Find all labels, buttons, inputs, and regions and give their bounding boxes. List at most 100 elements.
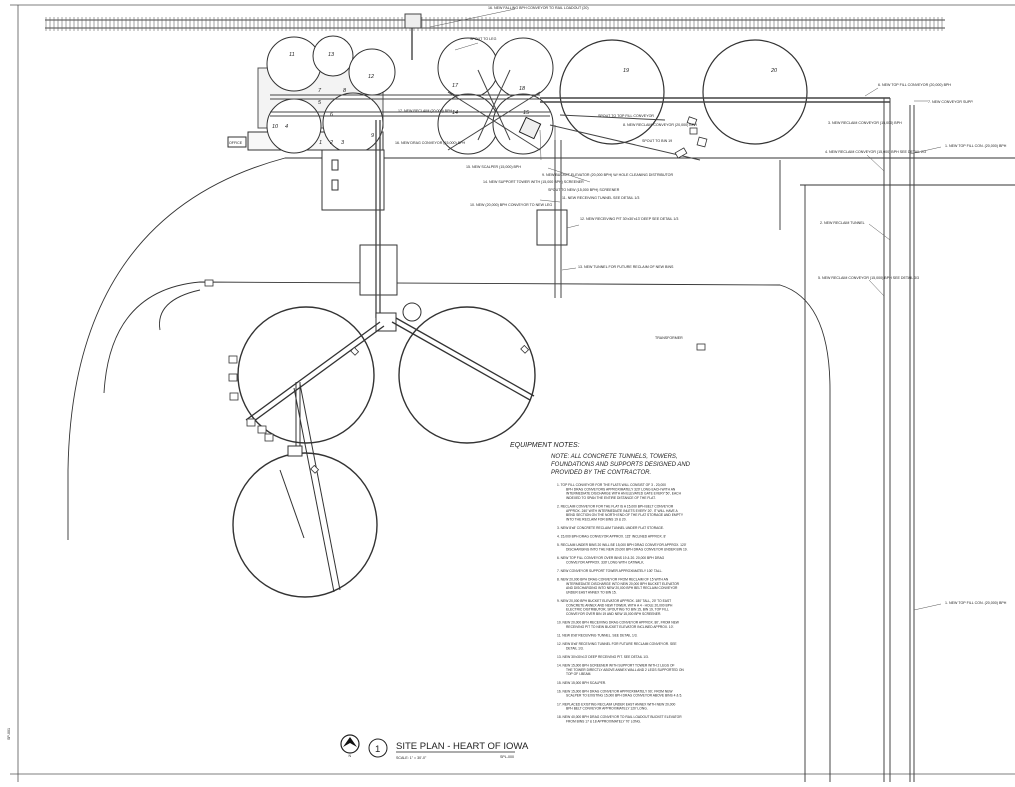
note-line: THE TOWER DIRECTLY ABOVE ANNEX WALL AND … <box>566 668 684 672</box>
bin-label: 1 <box>319 140 322 146</box>
bin-label: 14 <box>452 110 458 116</box>
lower-conveyors <box>245 302 535 593</box>
note-line: 18. NEW 40,000 BPH DRAG CONVEYOR TO RAIL… <box>557 715 682 719</box>
bin-label: 18 <box>519 86 526 92</box>
note-line: INDEXED TO SPAN THE ENTIRE DISTANCE OF T… <box>566 496 656 500</box>
callout-2: 2. NEW RECLAIM TUNNEL <box>820 221 865 225</box>
note-line: 8. NEW 20,000 BPH DRAG CONVEYOR FROM REC… <box>557 578 669 582</box>
note-line: 9. NEW 20,000 BPH BUCKET ELEVATOR APPROX… <box>557 599 671 603</box>
note-line: 17. REPLACED EXISTING RECLAIM UNDER EAST… <box>557 702 675 706</box>
note-line: 2. RECLAIM CONVEYOR FOR THE FLAT IS A 15… <box>557 505 674 509</box>
existing-bin-group <box>227 35 808 296</box>
callout-6a: 6. NEW TOP FILL CONVEYOR (20,000) BPH <box>878 83 951 87</box>
note-line: FROM BINS 17 & 18 APPROXIMATELY 70' LONG… <box>566 720 641 724</box>
note-line: DISCHARGING INTO THE NEW 20,000 BPH DRAG… <box>566 548 688 552</box>
bin-label: 11 <box>289 52 295 58</box>
callout-8: 8. NEW RECLAIM CONVEYOR (20,000) BPH <box>623 123 697 127</box>
note-line: 4. 15,000 BPH DRAG CONVEYOR APPROX. 115'… <box>557 535 666 539</box>
note-line: CONCRETE ANNEX AND NEW TOWER, WITH A 4 -… <box>566 603 673 607</box>
note-line: 14. NEW 15,000 BPH SCREENER WITH SUPPORT… <box>557 664 675 668</box>
sheet-title: SITE PLAN - HEART OF IOWA <box>396 741 529 752</box>
callout-texts: 16. NEW FALLING BPH CONVEYOR TO RAIL LOA… <box>395 6 1007 605</box>
note-line: AND DISCHARGING INTO NEW 20,000 BPH BELT… <box>566 586 678 590</box>
note-line: TOP OF I-BEAM. <box>566 672 591 676</box>
note-line: 6. NEW TOP FILL CONVEYOR OVER BINS 19 & … <box>557 556 665 560</box>
bin-edge-blocks <box>228 344 530 474</box>
notes-list: 1. TOP FILL CONVEYOR FOR THE FLATS WILL … <box>557 483 688 724</box>
callout-4: 4. NEW RECLAIM CONVEYOR (15,000) BPH SEE… <box>825 150 926 154</box>
bin-label: 10 <box>272 124 279 130</box>
note-line: 11. NEW 8'x8' RECEIVING TUNNEL. SEE DETA… <box>557 634 638 638</box>
notes-title: EQUIPMENT NOTES: <box>510 442 580 449</box>
callout-5: 5. NEW RECLAIM CONVEYOR (15,000) BPH SEE… <box>818 276 919 280</box>
railroad-track <box>45 17 945 31</box>
bin-label: 9 <box>371 133 374 139</box>
bin-label: 13 <box>328 52 335 58</box>
callout-9: 9. NEW BUCKET ELEVATOR (20,000 BPH) W/ H… <box>542 173 673 177</box>
title-suffix: SPL-000 <box>500 755 514 759</box>
bin-label: 19 <box>623 68 629 74</box>
callout-12: 12. NEW RECEIVING PIT 30'x30'x13' DEEP S… <box>580 217 678 221</box>
bin-label: 4 <box>285 124 288 130</box>
note-line: APPROX. 240' WITH INTERMEDIATE INLETS EV… <box>566 509 678 513</box>
note-line: 15. NEW 15,000 BPH SCALPER. <box>557 681 606 685</box>
callout-14: 14. NEW SUPPORT TOWER WITH (15,000 BPH) … <box>483 180 584 184</box>
equipment-notes: EQUIPMENT NOTES: NOTE: ALL CONCRETE TUNN… <box>510 442 691 724</box>
callout-16: 16. NEW FALLING BPH CONVEYOR TO RAIL LOA… <box>488 6 589 10</box>
callout-spout-leg: SPOUT TO LEG <box>470 37 497 41</box>
note-line: INTERMEDIATE DISCHARGE INTO NEW 20,000 B… <box>566 582 680 586</box>
note-line: ELECTRIC DISTRIBUTOR, SPOUTING TO BIN 15… <box>566 608 669 612</box>
note-line: 12. NEW 8'x8' RECEIVING TUNNEL FOR FUTUR… <box>557 642 677 646</box>
callout-spout-bin19: SPOUT TO BIN 19 <box>642 139 672 143</box>
note-line: BEND SECTION ON THE NORTH END OF THE FLA… <box>566 513 684 517</box>
callout-16b: 16. NEW DRAG CONVEYOR (15,000) BPH <box>395 141 466 145</box>
callout-15: 15. NEW SCALPER (15,000) BPH <box>466 165 521 169</box>
sheet-border <box>10 4 1015 782</box>
north-arrow-letter: N <box>349 754 352 758</box>
site-roads <box>67 157 1015 782</box>
small-equipment <box>204 116 708 351</box>
note-line: 16. NEW 15,000 BPH DRAG CONVEYOR APPROXI… <box>557 689 673 693</box>
sheet-scale: SCALE: 1" = 30'-0" <box>396 756 427 760</box>
callout-1b: 1. NEW TOP FILL CON. (20,000) BPH <box>945 601 1007 605</box>
bin-label: 3 <box>341 140 345 146</box>
note-line: RECEIVING PIT TO NEW BUCKET ELEVATOR INC… <box>566 625 674 629</box>
callout-leaders <box>429 8 942 611</box>
notes-lead-line: FOUNDATIONS AND SUPPORTS DESIGNED AND <box>551 462 691 468</box>
note-line: UNDER EAST ANNEX TO BIN 15. <box>566 591 617 595</box>
bucket-elevator <box>518 116 542 140</box>
title-block: N 1 SITE PLAN - HEART OF IOWA SCALE: 1" … <box>340 734 529 760</box>
lower-bins <box>232 306 536 598</box>
note-line: BPH DRAG CONVEYORS APPROXIMATELY 320' LO… <box>566 487 676 491</box>
callout-number: 1 <box>375 744 380 755</box>
note-line: DETAIL 1/3. <box>566 646 584 650</box>
callout-13: 13. NEW TUNNEL FOR FUTURE RECLAIM OF NEW… <box>578 265 674 269</box>
note-line: SCALPER TO EXISTING 15,000 BPH DRAG CONV… <box>566 694 682 698</box>
bin-labels: 11 13 12 17 18 19 20 4 5 6 7 8 9 14 15 1… <box>272 52 778 146</box>
bin-label: 12 <box>368 74 374 80</box>
transformer-label: TRANSFORMER <box>655 336 683 340</box>
note-line: 7. NEW CONVEYOR SUPPORT TOWER APPROXIMAT… <box>557 569 663 573</box>
conveyor-lines <box>270 13 915 782</box>
office-label: OFFICE <box>229 141 243 145</box>
note-line: BPH BELT CONVEYOR APPROXIMATELY 120' LON… <box>566 707 648 711</box>
note-line: INTERMEDIATE DISCHARGE WITH AN ELEVATED … <box>566 492 682 496</box>
bin-label: 20 <box>770 68 778 74</box>
callout-bubble-icon <box>368 738 388 758</box>
note-line: CONVEYOR OVER BIN 19 AND NEW 15,000 BPH … <box>566 612 661 616</box>
note-line: INTO THE RECLAIM FOR BINS 19 & 20. <box>566 517 627 521</box>
bin-label: 2 <box>329 140 333 146</box>
bin-label: 7 <box>318 88 322 94</box>
notes-lead-line: NOTE: ALL CONCRETE TUNNELS, TOWERS, <box>551 454 678 460</box>
bin-label: 5 <box>318 100 322 106</box>
note-line: CONVEYOR APPROX. 330' LONG WITH CATWALK. <box>566 560 644 564</box>
note-line: 3. NEW 8'x8' CONCRETE RECLAIM TUNNEL UND… <box>557 526 664 530</box>
note-line: 13. NEW 30'x30'x13' DEEP RECEIVING PIT. … <box>557 655 649 659</box>
note-line: 1. TOP FILL CONVEYOR FOR THE FLATS WILL … <box>557 483 666 487</box>
callout-10: 10. NEW (20,000) BPH CONVEYOR TO NEW LEG <box>470 203 552 207</box>
callout-7: 7. NEW CONVEYOR SUPP. <box>928 100 973 104</box>
bin-label: 17 <box>452 83 459 89</box>
note-line: 5. RECLAIM UNDER BINS 20 WILL BE 15,000 … <box>557 543 687 547</box>
